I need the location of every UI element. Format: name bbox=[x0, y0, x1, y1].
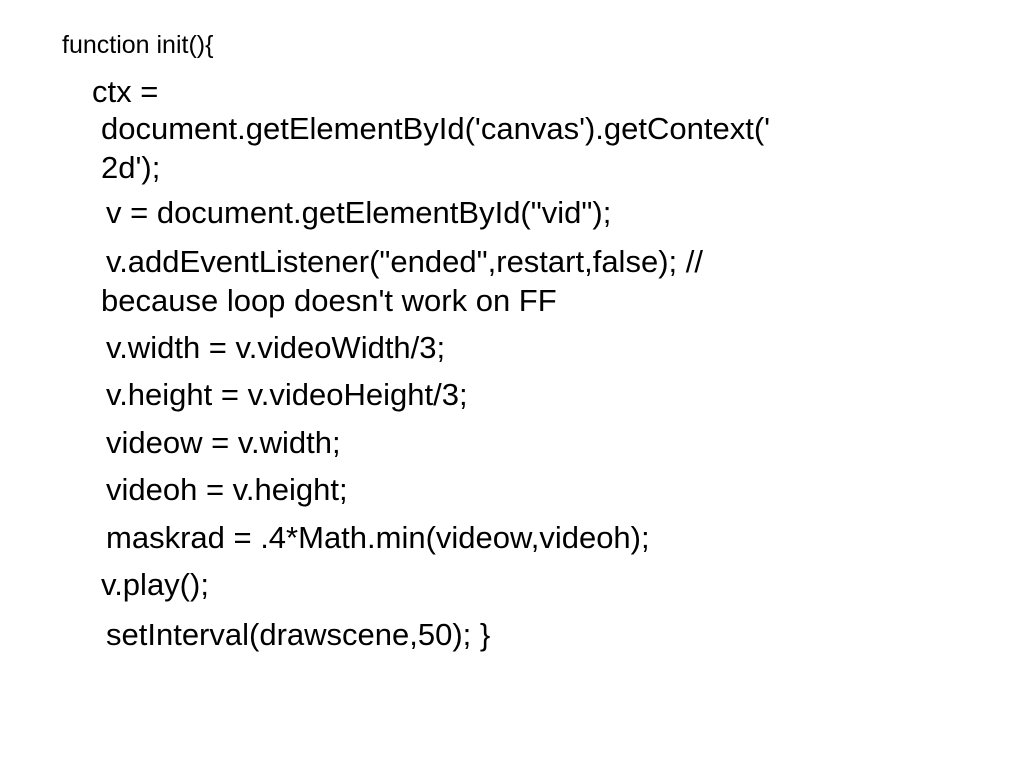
code-line-videow: videow = v.width; bbox=[106, 425, 341, 460]
code-line-comment: because loop doesn't work on FF bbox=[101, 283, 557, 318]
code-line-width: v.width = v.videoWidth/3; bbox=[106, 330, 446, 365]
code-line-vid: v = document.getElementById("vid"); bbox=[106, 195, 612, 230]
code-heading: function init(){ bbox=[62, 31, 214, 59]
code-line-maskrad: maskrad = .4*Math.min(videow,videoh); bbox=[106, 520, 650, 555]
code-line-set-interval: setInterval(drawscene,50); } bbox=[106, 617, 491, 652]
code-line-get-context: document.getElementById('canvas').getCon… bbox=[101, 111, 771, 146]
code-line-2d: 2d'); bbox=[101, 150, 161, 185]
code-line-ctx: ctx = bbox=[92, 74, 159, 109]
code-line-event-listener: v.addEventListener("ended",restart,false… bbox=[106, 244, 703, 279]
code-line-height: v.height = v.videoHeight/3; bbox=[106, 377, 468, 412]
code-line-videoh: videoh = v.height; bbox=[106, 472, 348, 507]
code-line-play: v.play(); bbox=[101, 567, 209, 602]
